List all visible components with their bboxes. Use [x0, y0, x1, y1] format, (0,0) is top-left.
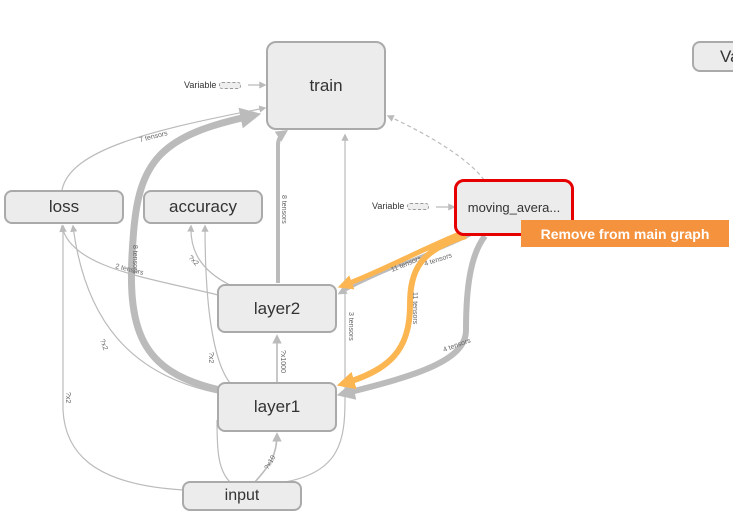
edge-label-input-to-loss: ?x2 [64, 392, 71, 403]
edge-layer2-to-loss[interactable] [59, 224, 219, 296]
edge-label-ma-to-layer1-a: 11 tensors [411, 292, 418, 325]
node-variable-partial[interactable]: Va [692, 41, 733, 72]
edge-label-layer1-to-train: 8 tensors [131, 245, 138, 274]
edge-label-loss-to-train: 7 tensors [139, 130, 169, 144]
node-layer1-label: layer1 [253, 397, 301, 416]
node-loss[interactable]: loss [4, 190, 124, 224]
remove-from-main-graph-button[interactable]: Remove from main graph [521, 220, 729, 247]
edge-label-layer1-to-loss: ?x2 [98, 338, 108, 351]
variable-chip-moving-average-shape [407, 202, 430, 210]
node-accuracy[interactable]: accuracy [143, 190, 263, 224]
edge-input-to-accuracy[interactable] [216, 419, 231, 483]
edge-label-input-to-train: 3 tensors [347, 312, 354, 341]
node-input-label: input [224, 487, 260, 504]
node-moving-average-label: moving_avera... [467, 200, 561, 215]
node-variable-partial-label: Va [720, 46, 733, 66]
node-layer2[interactable]: layer2 [217, 284, 337, 333]
node-accuracy-label: accuracy [168, 197, 238, 216]
edge-layer1-to-accuracy[interactable] [201, 224, 231, 384]
node-layer1[interactable]: layer1 [217, 382, 337, 432]
edge-moving-average-to-train[interactable] [386, 115, 485, 181]
edge-label-layer1-to-layer2: ?x1000 [279, 350, 286, 373]
edge-moving-average-to-layer2-orange[interactable] [337, 230, 463, 290]
edge-label-input-to-layer1: ?x10 [264, 454, 278, 471]
node-layer2-label: layer2 [253, 298, 301, 318]
node-input[interactable]: input [182, 481, 302, 511]
edge-layer1-to-loss[interactable] [70, 224, 219, 394]
edge-loss-to-train[interactable] [61, 105, 267, 191]
edge-layer2-to-train[interactable] [274, 130, 288, 283]
edge-moving-average-to-layer1-gray[interactable] [336, 234, 488, 400]
node-train[interactable]: train [266, 41, 386, 130]
node-loss-label: loss [48, 197, 80, 216]
variable-chip-train-label: Variable [184, 80, 217, 90]
variable-chip-train[interactable]: Variable [184, 80, 242, 90]
edge-input-to-train[interactable] [284, 133, 349, 483]
node-train-label: train [309, 75, 343, 95]
edge-input-to-layer1[interactable] [254, 432, 282, 483]
edge-layer2-to-accuracy[interactable] [187, 224, 231, 286]
variable-chip-moving-average-label: Variable [372, 201, 405, 211]
edge-layer1-to-train[interactable] [127, 107, 262, 394]
variable-chip-moving-average[interactable]: Variable [372, 201, 430, 211]
edge-moving-average-to-layer1-orange[interactable] [336, 233, 467, 390]
edge-input-to-loss[interactable] [59, 224, 186, 491]
variable-chip-train-shape [219, 81, 242, 89]
edge-label-layer1-to-accuracy: ?x2 [207, 352, 214, 363]
remove-from-main-graph-label: Remove from main graph [540, 225, 710, 242]
edge-label-layer2-to-train: 8 tensors [280, 195, 287, 224]
